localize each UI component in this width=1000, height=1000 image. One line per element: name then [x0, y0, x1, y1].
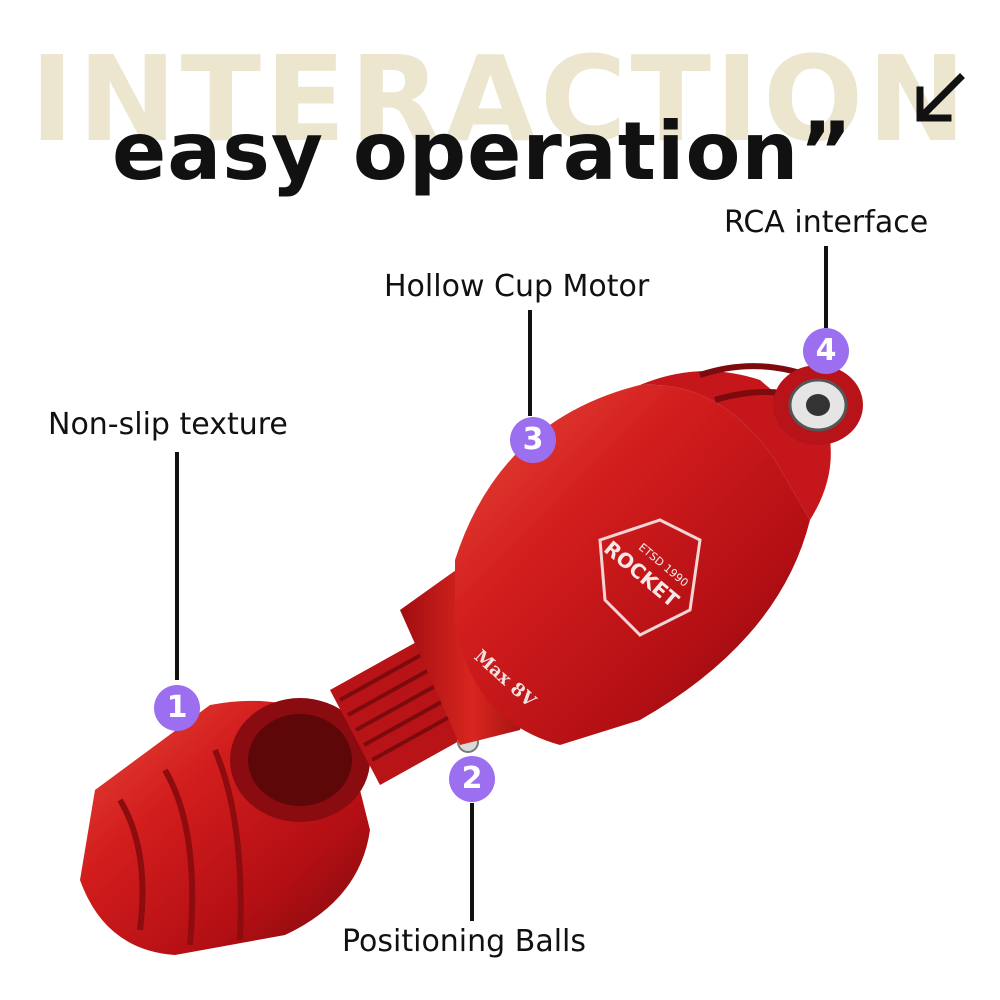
callout-badge-2: 2 [449, 756, 495, 802]
headline: easy operation” [112, 105, 853, 198]
callout-leader-2 [470, 803, 474, 921]
callout-label-4: RCA interface [724, 205, 929, 240]
background-word: INTERACTION [30, 30, 971, 168]
callout-badge-3: 3 [510, 417, 556, 463]
callout-label-1: Non-slip texture [48, 407, 288, 442]
callout-leader-3 [528, 310, 532, 416]
grip-sleeve [80, 698, 370, 955]
callout-badge-4: 4 [803, 328, 849, 374]
callout-leader-1 [175, 452, 179, 680]
callout-label-2: Positioning Balls [342, 924, 586, 959]
callout-badge-1: 1 [154, 685, 200, 731]
callout-label-3: Hollow Cup Motor [384, 269, 650, 304]
arrow-down-left-icon [916, 73, 965, 122]
rca-end-cap [773, 365, 863, 445]
callout-leader-4 [824, 246, 828, 328]
